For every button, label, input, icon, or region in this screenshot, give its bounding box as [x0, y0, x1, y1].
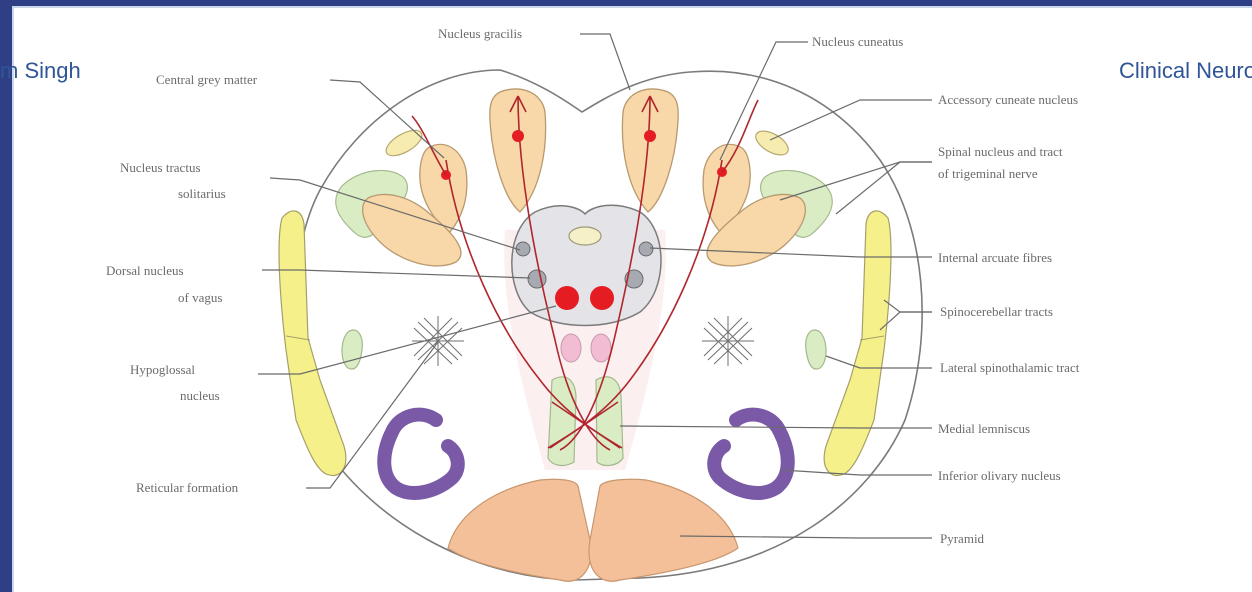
- label-reticular-formation: Reticular formation: [136, 480, 239, 495]
- gracile-dot-left: [512, 130, 524, 142]
- label-central-grey-matter: Central grey matter: [156, 72, 258, 87]
- label-dorsal-nucleus-line2: of vagus: [178, 290, 222, 305]
- header-author-text: m Singh: [0, 58, 81, 84]
- pink-nucleus-right: [591, 334, 611, 362]
- lateral-spinothalamic-right: [806, 330, 826, 369]
- reticular-formation-left: [412, 316, 464, 366]
- pink-nucleus-left: [561, 334, 581, 362]
- label-medial-lemniscus: Medial lemniscus: [938, 421, 1030, 436]
- reticular-formation-right: [702, 316, 754, 366]
- label-hypoglossal-line1: Hypoglossal: [130, 362, 195, 377]
- label-nucleus-gracilis: Nucleus gracilis: [438, 26, 522, 41]
- hypoglossal-nucleus-right: [590, 286, 614, 310]
- label-spinal-nucleus-line1: Spinal nucleus and tract: [938, 144, 1063, 159]
- hypoglossal-nucleus-left: [555, 286, 579, 310]
- label-nucleus-tractus-line1: Nucleus tractus: [120, 160, 201, 175]
- label-spinocerebellar-tracts: Spinocerebellar tracts: [940, 304, 1053, 319]
- lateral-spinothalamic-left: [342, 330, 362, 369]
- medial-lemniscus-left: [548, 377, 576, 466]
- label-spinal-nucleus-line2: of trigeminal nerve: [938, 166, 1038, 181]
- dorsal-vagus-right-upper: [639, 242, 653, 256]
- label-hypoglossal-line2: nucleus: [180, 388, 220, 403]
- central-canal: [569, 227, 601, 245]
- label-inferior-olivary-nucleus: Inferior olivary nucleus: [938, 468, 1061, 483]
- label-lateral-spinothalamic-tract: Lateral spinothalamic tract: [940, 360, 1080, 375]
- label-accessory-cuneate-nucleus: Accessory cuneate nucleus: [938, 92, 1078, 107]
- label-internal-arcuate-fibres: Internal arcuate fibres: [938, 250, 1052, 265]
- header-title-text: Clinical Neuro: [1119, 58, 1252, 84]
- label-pyramid: Pyramid: [940, 531, 985, 546]
- label-dorsal-nucleus-line1: Dorsal nucleus: [106, 263, 184, 278]
- label-nucleus-tractus-line2: solitarius: [178, 186, 226, 201]
- dorsal-vagus-left-lower: [528, 270, 546, 288]
- label-nucleus-cuneatus: Nucleus cuneatus: [812, 34, 903, 49]
- gracile-dot-right: [644, 130, 656, 142]
